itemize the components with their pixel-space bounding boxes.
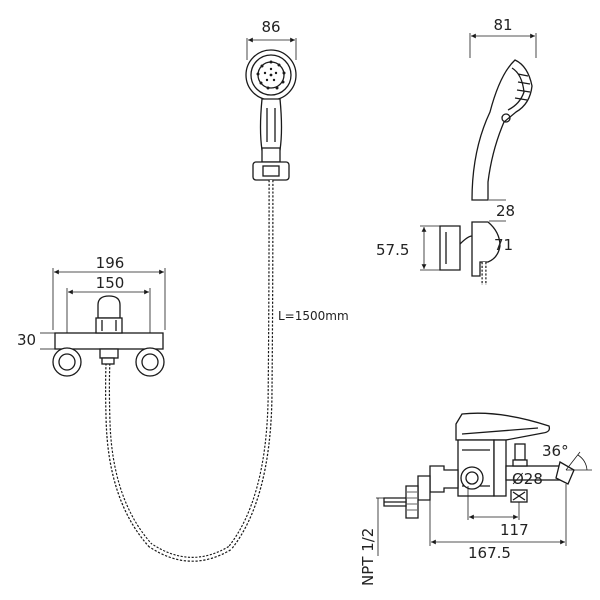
holder-height-label: 71 [494,236,513,254]
body-height-label: 30 [17,331,36,349]
handshower-side-view: 81 28 57.5 71 [376,16,537,285]
shower-hose: L=1500mm [105,179,349,562]
holder-offset-label: 57.5 [376,241,409,259]
thread-spec-label: NPT 1/2 [359,528,377,586]
handshower-front-view: 86 [245,18,297,181]
overall-width-label: 196 [96,254,125,272]
outlet-projection-label: 117 [500,521,529,539]
side-width-label: 81 [493,16,512,34]
hose-length-label: L=1500mm [278,309,349,323]
mixer-side-view: 36° Ø28 117 167.5 NPT 1/2 [359,412,592,586]
outlet-diameter-label: Ø28 [512,470,543,488]
center-distance-label: 150 [96,274,125,292]
handshower-width-label: 86 [261,18,280,36]
side-height-upper-label: 28 [496,202,515,220]
overall-depth-label: 167.5 [468,544,511,562]
spray-nozzles [256,60,286,90]
mixer-front-view: 196 150 30 [17,254,166,377]
spout-angle-label: 36° [542,442,569,460]
